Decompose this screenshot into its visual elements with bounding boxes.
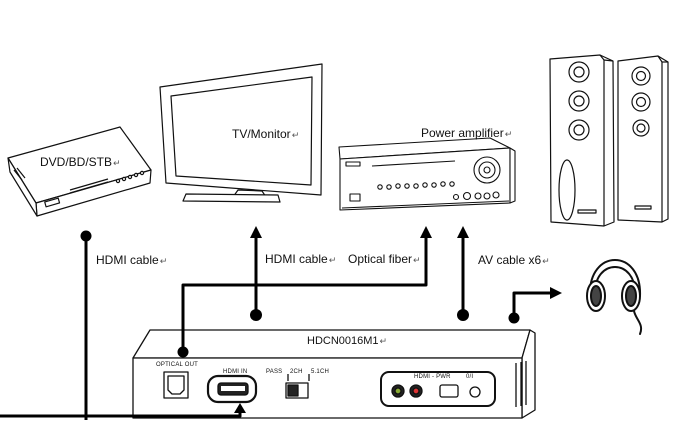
av-connection-dot [457, 309, 469, 321]
tv-connection-dot [250, 309, 262, 321]
tv-monitor-illustration [159, 63, 323, 203]
panel-2ch: 2CH [290, 369, 303, 375]
panel-hdmi-in: HDMI IN [223, 369, 248, 375]
converter-box-illustration [132, 329, 536, 419]
optical-connection-dot [177, 346, 189, 358]
panel-hdmi-pwr: HDMI - PWR [414, 374, 451, 380]
dvd-player-illustration [7, 126, 152, 217]
connection-lines [0, 234, 552, 422]
label-hdmi-cable-tv: HDMI cable↵ [265, 252, 337, 266]
label-power-amplifier: Power amplifier↵ [421, 126, 513, 140]
label-device-model: HDCN0016M1↵ [307, 335, 388, 347]
panel-power-switch: 0/I [466, 374, 474, 380]
arrow-to-hdmi-in [234, 403, 246, 413]
arrowheads [234, 226, 562, 413]
connection-dots [80, 230, 520, 358]
label-dvd-bd-stb: DVD/BD/STB↵ [40, 155, 121, 169]
headphones-illustration [586, 259, 643, 335]
dvd-connection-dot [80, 230, 92, 242]
panel-pass: PASS [266, 369, 283, 375]
power-amplifier-illustration [338, 137, 516, 211]
label-optical-fiber: Optical fiber↵ [348, 252, 421, 266]
arrow-to-amp-av [457, 226, 469, 238]
speakers-illustration [549, 54, 669, 227]
panel-optical-out: OPTICAL OUT [156, 362, 198, 368]
headphone-connection-dot [508, 312, 520, 324]
arrow-to-headphones [550, 287, 562, 299]
label-av-cable: AV cable x6↵ [478, 253, 550, 267]
label-hdmi-cable-dvd: HDMI cable↵ [96, 253, 168, 267]
panel-5-1ch: 5.1CH [311, 369, 330, 375]
label-tv-monitor: TV/Monitor↵ [232, 127, 300, 141]
arrow-to-amp-optical [420, 226, 432, 238]
arrow-to-tv [250, 226, 262, 238]
